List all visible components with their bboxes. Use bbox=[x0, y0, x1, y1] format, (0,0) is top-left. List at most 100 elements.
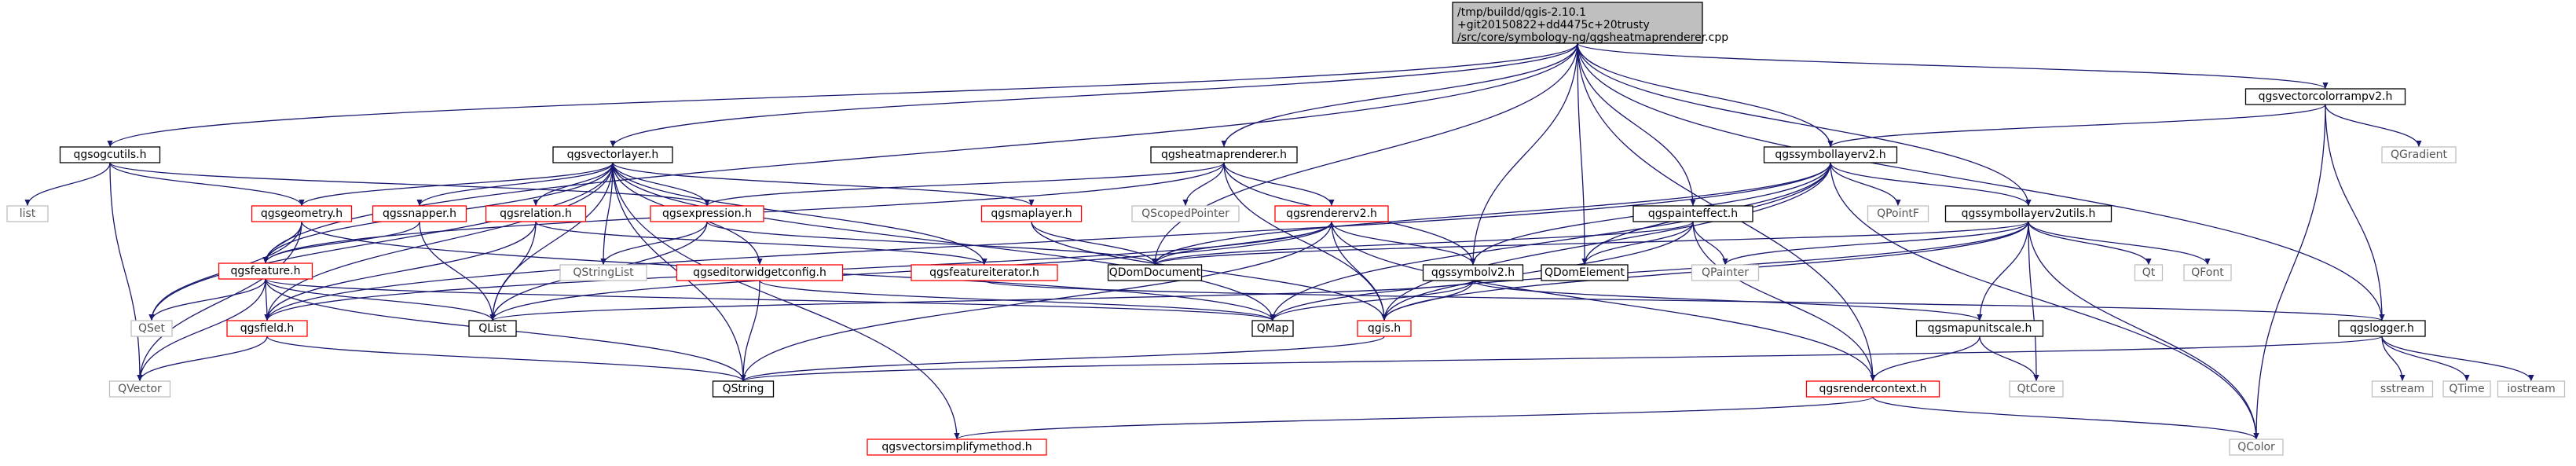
node-qdomelement[interactable]: QDomElement bbox=[1541, 264, 1629, 281]
edge-qgis-to-qstring bbox=[740, 336, 1385, 382]
node-label: QtCore bbox=[2017, 383, 2056, 395]
node-qgssnapper[interactable]: qgssnapper.h bbox=[372, 205, 467, 222]
edge-qgsvectorlayer-to-qset bbox=[148, 162, 614, 321]
node-qgis[interactable]: qgis.h bbox=[1357, 320, 1412, 337]
edge-root-to-qgspainteffect bbox=[1577, 42, 1696, 207]
node-label: QString bbox=[723, 383, 764, 395]
node-qgssymbollayerv2utils[interactable]: qgssymbollayerv2utils.h bbox=[1944, 205, 2112, 222]
node-root-file[interactable]: /tmp/buildd/qgis-2.10.1+git20150822+dd44… bbox=[1452, 2, 1728, 44]
node-qgsfeature[interactable]: qgsfeature.h bbox=[218, 262, 313, 280]
node-box bbox=[2338, 320, 2426, 337]
edge-qgsfeature-to-qvector bbox=[137, 278, 266, 382]
node-qgsfeatureiterator[interactable]: qgsfeatureiterator.h bbox=[911, 264, 1058, 281]
node-label: qgsfeature.h bbox=[231, 265, 301, 277]
edge-layer bbox=[24, 42, 2534, 440]
edge-qgsheatmaprenderer-to-qscopedpointer bbox=[1182, 162, 1225, 207]
node-label: QDomDocument bbox=[1109, 266, 1201, 279]
node-label: QFont bbox=[2191, 266, 2224, 279]
node-label: QVector bbox=[118, 383, 162, 395]
node-qscopedpointer: QScopedPointer bbox=[1131, 205, 1240, 222]
edge-qgssymbollayerv2utils-to-qcolor bbox=[2028, 221, 2259, 440]
root-label-line: +git20150822+dd4475c+20trusty bbox=[1457, 19, 1650, 31]
node-label: QMap bbox=[1257, 322, 1289, 335]
node-label: QTime bbox=[2449, 383, 2484, 395]
node-box bbox=[712, 380, 775, 398]
edge-qgslogger-to-sstream bbox=[2381, 336, 2406, 382]
edge-qgsheatmaprenderer-to-qgsexpression bbox=[704, 162, 1225, 207]
edge-qgssymbolv2-to-qlist bbox=[489, 280, 1474, 321]
edge-qgslogger-to-qstring bbox=[740, 336, 2383, 382]
node-qlist[interactable]: QList bbox=[468, 320, 517, 337]
edge-qgssymbolv2-to-qgsmapunitscale bbox=[1472, 280, 1983, 321]
edge-qgssymbollayerv2utils-to-qpainter bbox=[1722, 221, 2029, 266]
edge-qgsmaplayer-to-qgis bbox=[1031, 221, 1387, 321]
node-label: qgsvectorcolorrampv2.h bbox=[2259, 90, 2393, 103]
node-qgsrelation[interactable]: qgsrelation.h bbox=[485, 205, 587, 222]
node-qgseditorwidgetconfig[interactable]: qgseditorwidgetconfig.h bbox=[676, 264, 844, 281]
node-qgsvectorcolorrampv2[interactable]: qgsvectorcolorrampv2.h bbox=[2244, 88, 2406, 105]
node-qvector: QVector bbox=[108, 380, 171, 398]
node-qdomdocument[interactable]: QDomDocument bbox=[1107, 264, 1203, 281]
node-qpointf: QPointF bbox=[1867, 205, 1929, 222]
edge-qgspainteffect-to-qgis bbox=[1381, 221, 1694, 321]
node-qgsheatmaprenderer[interactable]: qgsheatmaprenderer.h bbox=[1150, 146, 1298, 163]
node-label: QColor bbox=[2237, 441, 2275, 453]
edge-qgsexpression-to-qstringlist bbox=[600, 221, 708, 266]
node-qgsgeometry[interactable]: qgsgeometry.h bbox=[251, 205, 353, 222]
node-qgsmapunitscale[interactable]: qgsmapunitscale.h bbox=[1915, 320, 2044, 337]
edge-qgssymbollayerv2-to-qmap bbox=[1270, 162, 1831, 321]
edge-qgseditorwidgetconfig-to-qmap bbox=[759, 280, 1276, 321]
node-qstring[interactable]: QString bbox=[712, 380, 775, 398]
node-label: QList bbox=[478, 322, 507, 335]
node-qgsexpression[interactable]: qgsexpression.h bbox=[650, 205, 764, 222]
node-label: qgssymbollayerv2utils.h bbox=[1962, 207, 2096, 220]
node-qgsogcutils[interactable]: qgsogcutils.h bbox=[59, 146, 161, 163]
edge-qgssymbollayerv2-to-qgssymbollayerv2utils bbox=[1830, 162, 2032, 207]
node-label: QPointF bbox=[1877, 207, 1919, 220]
node-qmap[interactable]: QMap bbox=[1251, 320, 1294, 337]
node-qgsfield[interactable]: qgsfield.h bbox=[226, 320, 308, 337]
node-sstream: sstream bbox=[2371, 380, 2434, 398]
node-label: qgseditorwidgetconfig.h bbox=[693, 266, 826, 279]
node-qtime: QTime bbox=[2442, 380, 2491, 398]
node-box bbox=[372, 205, 467, 222]
edge-qgssymbollayerv2utils-to-qfont bbox=[2028, 221, 2211, 266]
edge-qgsvectorlayer-to-qgsrelation bbox=[533, 162, 614, 207]
node-label: QPainter bbox=[1702, 266, 1749, 279]
node-box bbox=[867, 438, 1047, 456]
edge-qgspainteffect-to-qgsrendercontext bbox=[1692, 221, 1876, 382]
node-qgsvectorsimplifymethod[interactable]: qgsvectorsimplifymethod.h bbox=[867, 438, 1047, 456]
node-qgssymbolv2[interactable]: qgssymbolv2.h bbox=[1422, 264, 1524, 281]
node-box bbox=[980, 205, 1083, 222]
node-label: qgsrelation.h bbox=[500, 207, 572, 220]
node-box bbox=[2381, 146, 2457, 163]
node-box bbox=[108, 380, 171, 398]
node-box bbox=[2009, 380, 2064, 398]
node-qgspainteffect[interactable]: qgspainteffect.h bbox=[1632, 205, 1753, 222]
edge-qgsvectorcolorrampv2-to-qcolor bbox=[2253, 104, 2326, 440]
node-qgsmaplayer[interactable]: qgsmaplayer.h bbox=[980, 205, 1083, 222]
node-qstringlist: QStringList bbox=[559, 264, 647, 281]
edge-qgsfeature-to-qset bbox=[148, 278, 266, 321]
node-label: QSet bbox=[138, 322, 166, 335]
edge-qgsfield-to-qstring bbox=[266, 336, 746, 382]
edge-root-to-qdomelement bbox=[1577, 42, 1588, 266]
node-label: qgsvectorlayer.h bbox=[567, 149, 659, 161]
node-qgsvectorlayer[interactable]: qgsvectorlayer.h bbox=[552, 146, 673, 163]
edge-qgssymbollayerv2utils-to-qt bbox=[2028, 221, 2152, 266]
node-qgsrendererv2[interactable]: qgsrendererv2.h bbox=[1274, 205, 1389, 222]
edge-qgssymbollayerv2utils-to-qtcore bbox=[2028, 221, 2039, 382]
node-qgsrendercontext[interactable]: qgsrendercontext.h bbox=[1805, 380, 1940, 398]
node-qgssymbollayerv2[interactable]: qgssymbollayerv2.h bbox=[1763, 146, 1898, 163]
edge-qgsrendererv2-to-qgssymbolv2 bbox=[1331, 221, 1476, 266]
edge-root-to-qgssymbolv2 bbox=[1470, 42, 1578, 266]
edge-qgsmapunitscale-to-qtcore bbox=[1979, 336, 2039, 382]
node-label: qgsfield.h bbox=[240, 322, 295, 335]
node-box bbox=[1422, 264, 1524, 281]
node-qgslogger[interactable]: qgslogger.h bbox=[2338, 320, 2426, 337]
node-label: list bbox=[20, 207, 36, 220]
edge-qgssymbolv2-to-qmap bbox=[1270, 280, 1474, 321]
edge-qgsheatmaprenderer-to-qgis bbox=[1223, 162, 1387, 321]
node-box bbox=[2371, 380, 2434, 398]
node-label: Qt bbox=[2142, 266, 2156, 279]
